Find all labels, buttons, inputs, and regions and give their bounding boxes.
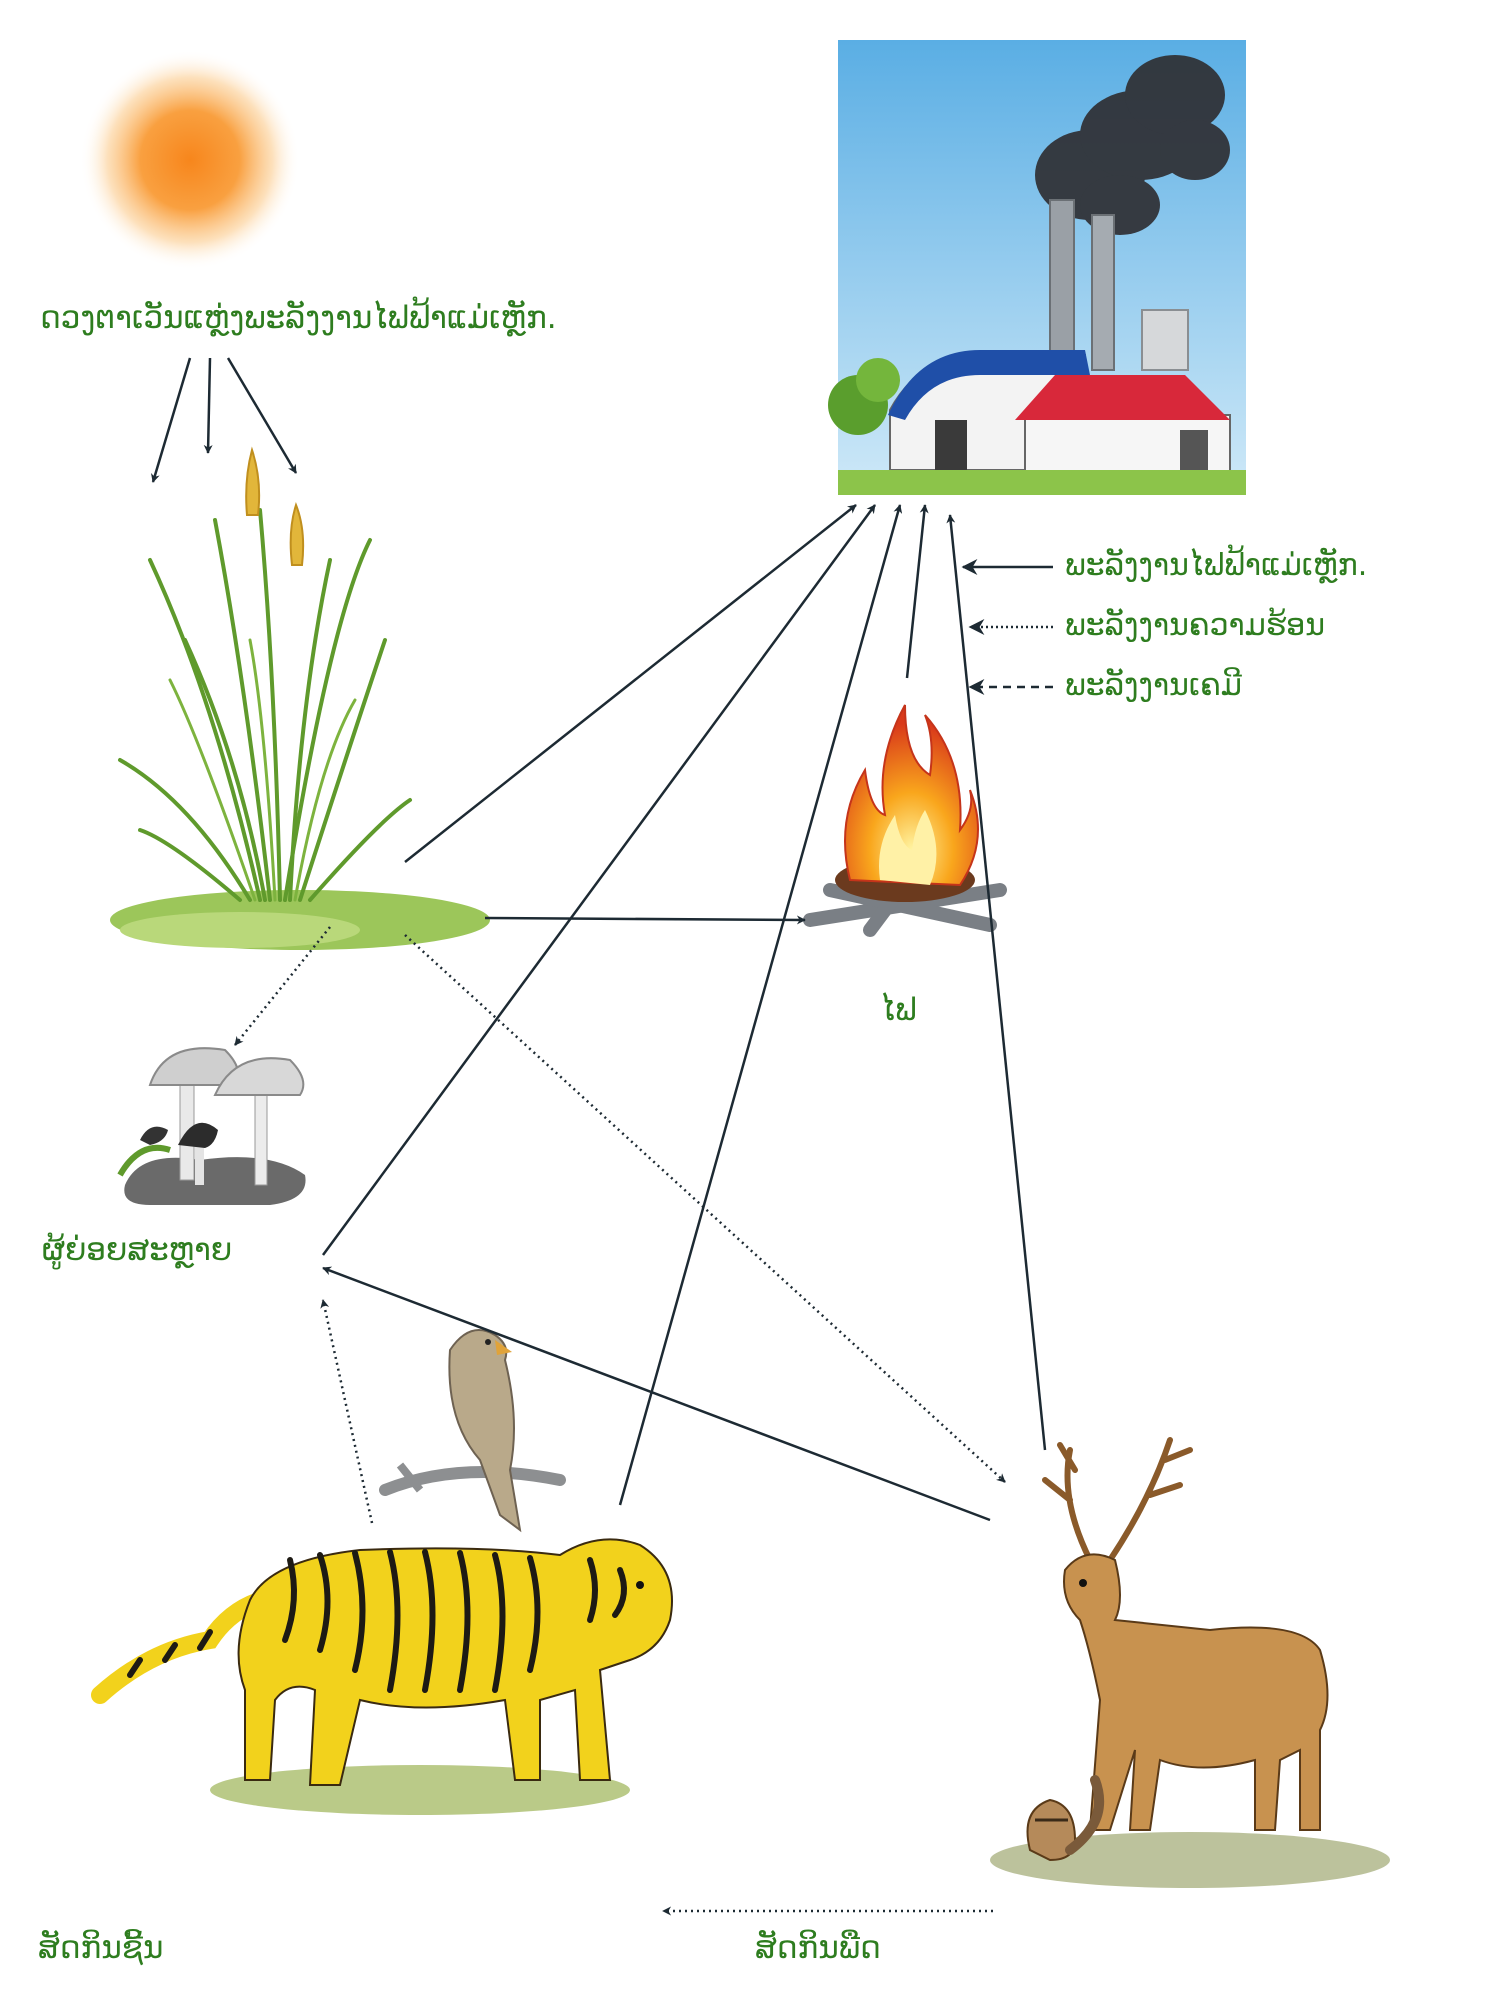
arrow-sun-grass-2 <box>208 358 210 453</box>
arrow-deer-factory <box>950 515 1045 1450</box>
grass-icon <box>110 450 490 950</box>
arrow-tiger-decomposers <box>323 1300 372 1523</box>
legend-electromagnetic: ພະລັງງານໄຟຟ້າແມ່ເຫຼັກ. <box>1065 548 1367 583</box>
arrow-tiger-factory <box>620 505 900 1505</box>
factory-icon <box>828 40 1246 495</box>
fire-label: ໄຟ <box>880 992 917 1028</box>
tiger-icon <box>100 1539 672 1815</box>
sun-label: ດວງຕາເວັນແຫຼ່ງພະລັງງານໄຟຟ້າແມ່ເຫຼັກ. <box>40 300 557 336</box>
legend-heat: ພະລັງງານຄວາມຮ້ອນ <box>1065 608 1325 643</box>
arrow-grass-factory <box>405 505 856 862</box>
sun-icon <box>80 50 300 270</box>
arrow-mushroom-factory <box>323 505 875 1255</box>
bird-icon <box>385 1330 560 1530</box>
legend-chemical: ພະລັງງານເຄມີ <box>1065 668 1242 703</box>
decomposers-label: ຜູ້ຍ່ອຍສະຫຼາຍ <box>42 1232 232 1268</box>
mushroom-icon <box>120 1048 306 1205</box>
arrow-grass-fire <box>485 918 805 920</box>
carnivore-label: ສັດກິນຊີ້ນ <box>38 1930 163 1966</box>
arrow-sun-grass-1 <box>153 358 190 482</box>
herbivore-label: ສັດກິນພືດ <box>755 1930 881 1966</box>
arrow-sun-grass-3 <box>228 358 296 473</box>
arrow-fire-factory <box>907 505 925 678</box>
